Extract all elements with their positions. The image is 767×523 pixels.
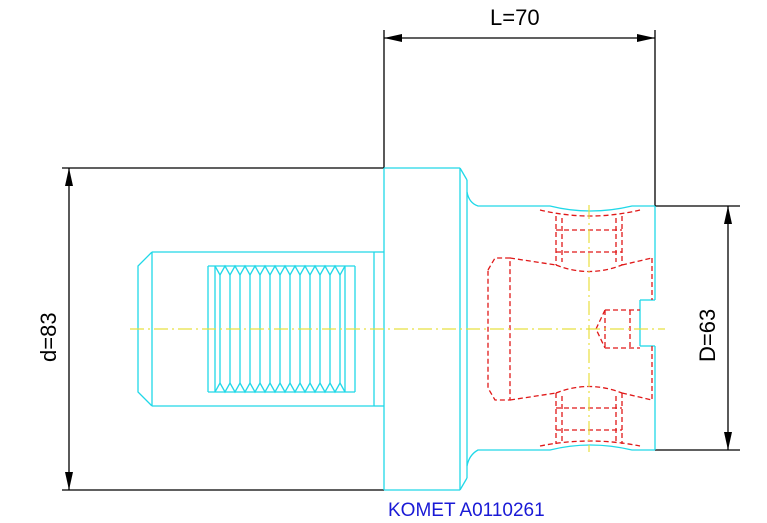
dimension-small-diameter: D=63 (655, 205, 740, 451)
large-diameter-label: d=83 (36, 312, 61, 362)
length-dimension-label: L=70 (490, 5, 540, 30)
hidden-features (487, 209, 653, 447)
center-lines (130, 205, 665, 452)
small-diameter-label: D=63 (695, 309, 720, 362)
dimension-length: L=70 (383, 5, 656, 206)
dimension-large-diameter: d=83 (36, 167, 384, 491)
part-number-caption: KOMET A0110261 (388, 500, 545, 521)
